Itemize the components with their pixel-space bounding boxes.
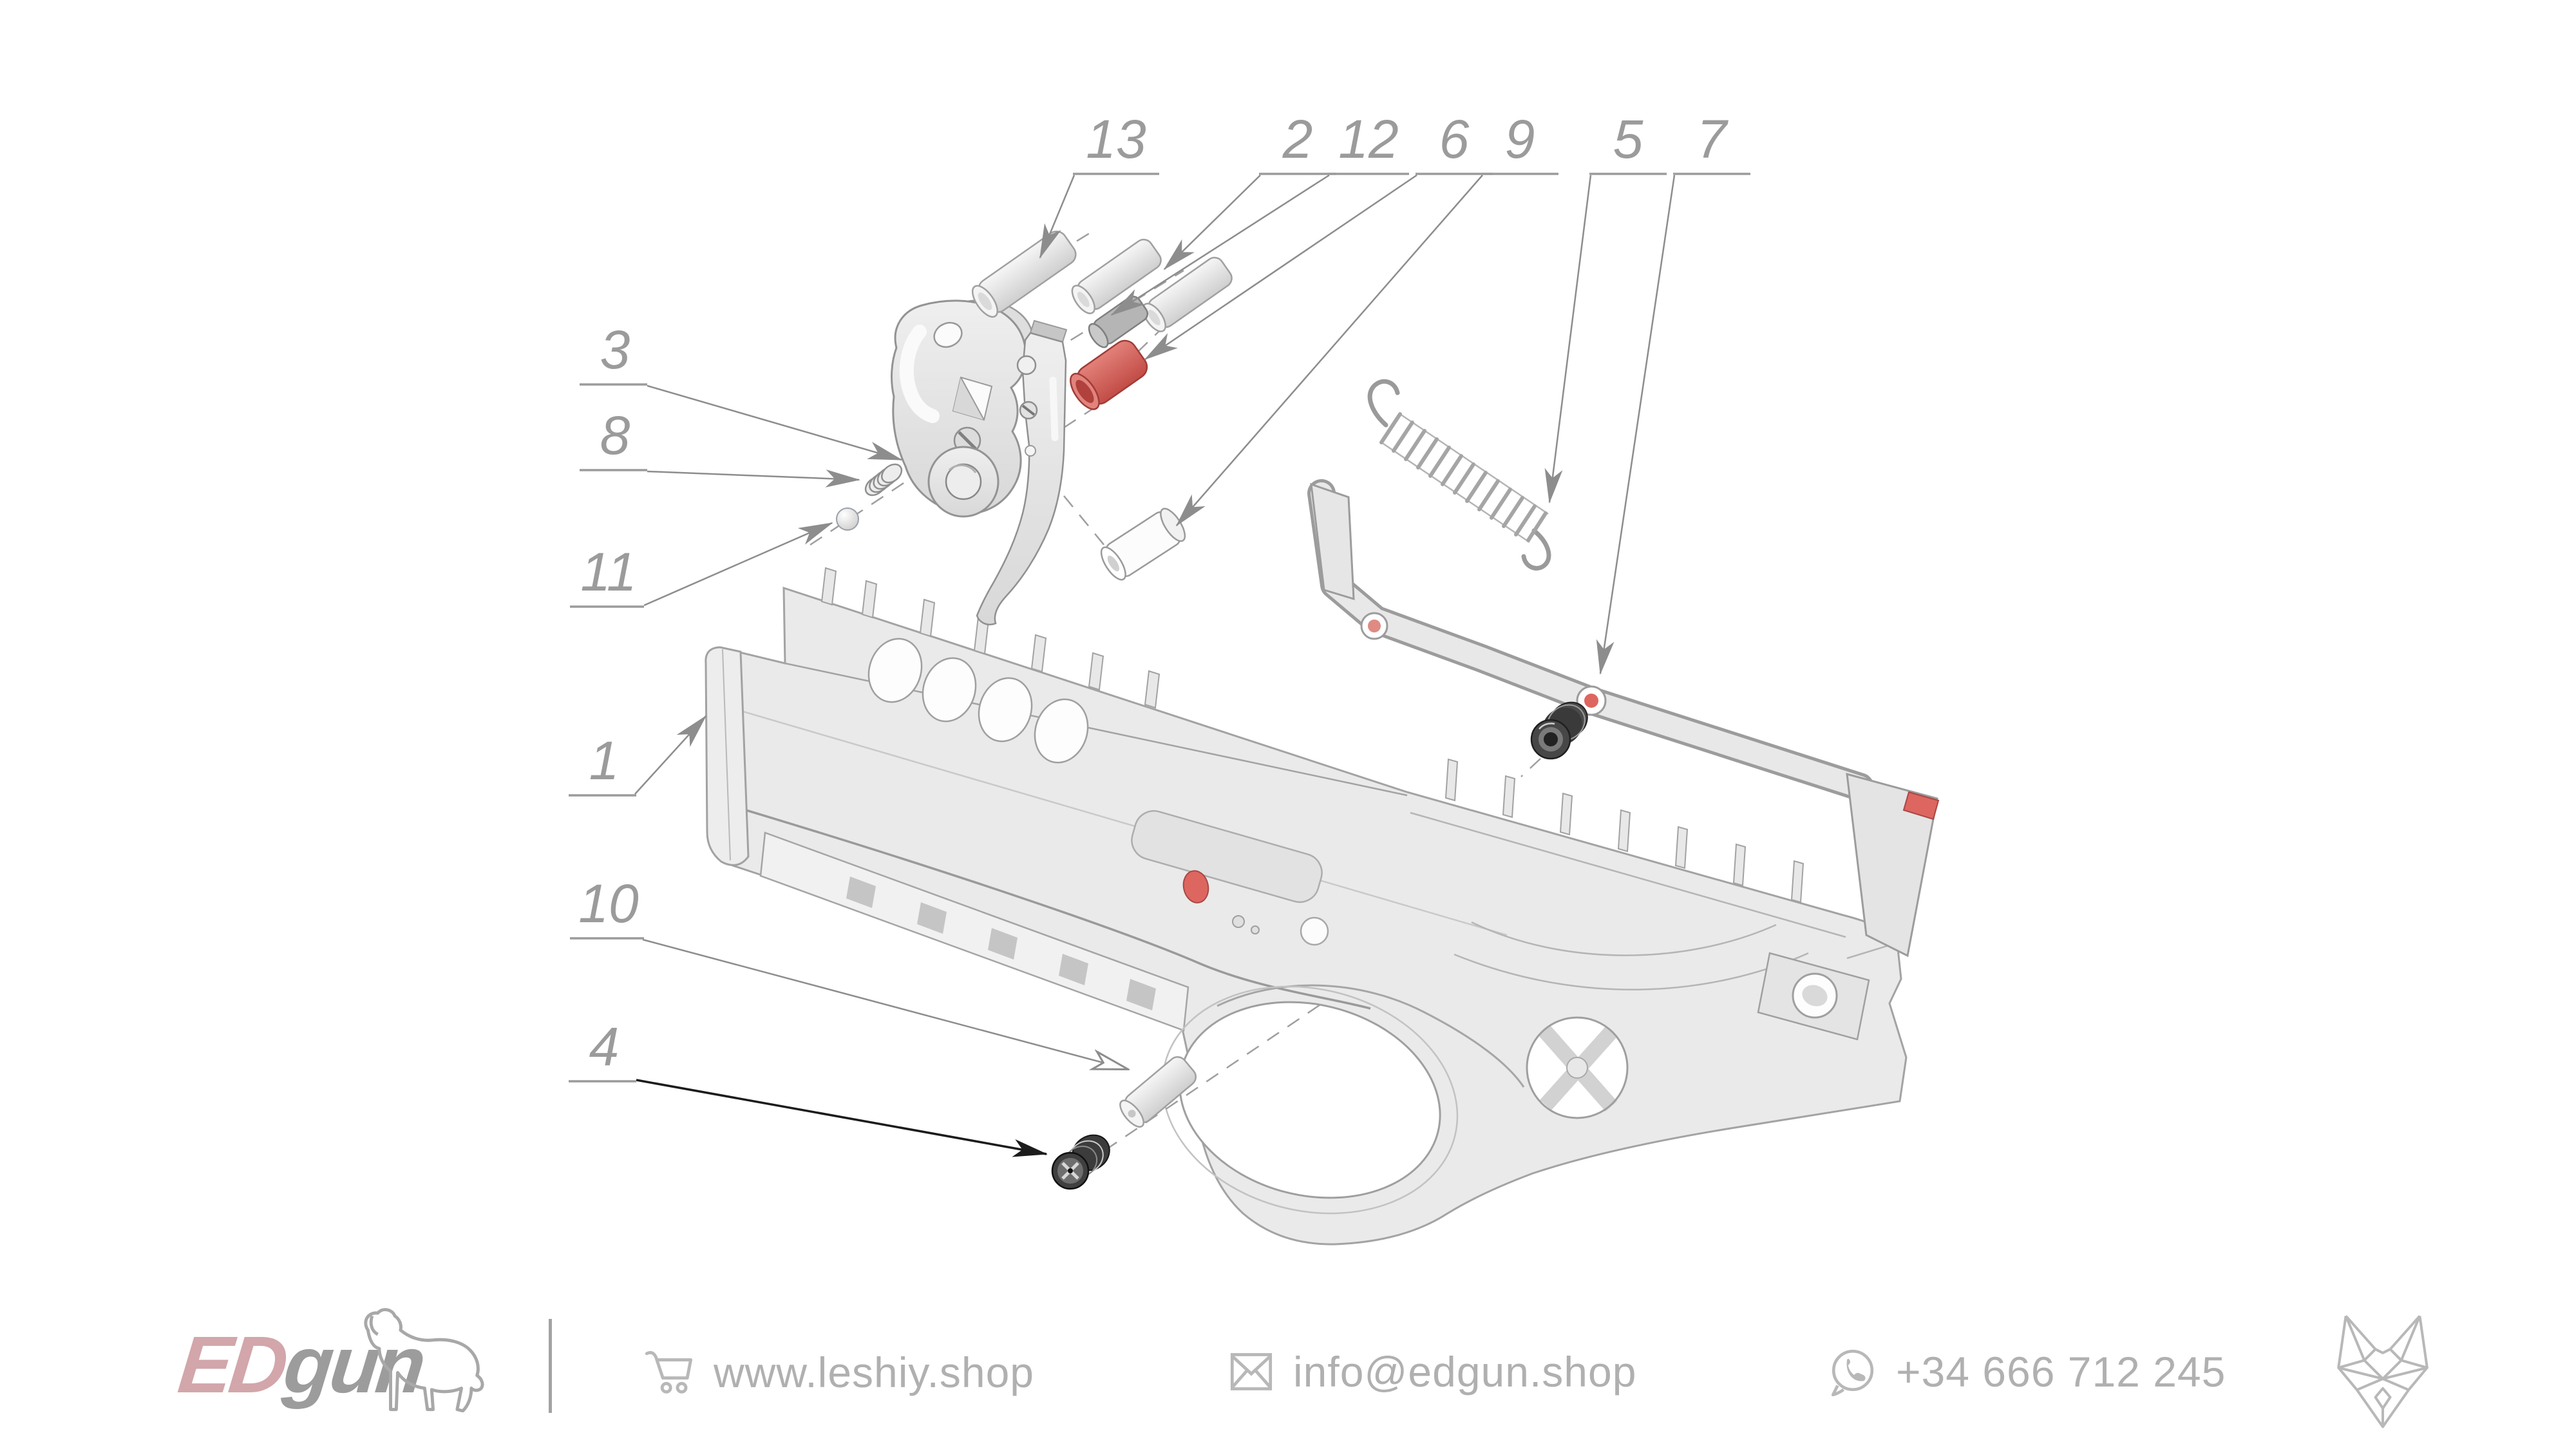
spring-8 bbox=[864, 463, 903, 497]
whatsapp-phone-icon bbox=[1831, 1349, 1874, 1396]
grip-truss-hole bbox=[1526, 1016, 1629, 1119]
pin-2b bbox=[1142, 256, 1233, 332]
callout-10: 10 bbox=[578, 873, 639, 934]
email-text: info@edgun.shop bbox=[1293, 1348, 1637, 1396]
sear-c-slot bbox=[899, 325, 940, 423]
cylinder-9 bbox=[1100, 507, 1186, 581]
rear-fins bbox=[1444, 758, 1804, 904]
trigger-guard bbox=[1161, 985, 1459, 1215]
callout-8: 8 bbox=[600, 405, 630, 466]
deck-hole bbox=[1300, 916, 1329, 946]
fox-head-icon bbox=[2337, 1315, 2429, 1428]
footer-divider bbox=[549, 1319, 552, 1413]
pin-13 bbox=[971, 231, 1077, 318]
callout-1: 1 bbox=[589, 730, 620, 791]
fox-logo bbox=[2331, 1309, 2434, 1437]
wall-holes bbox=[867, 638, 1089, 764]
receiver-recess bbox=[1131, 810, 1323, 904]
callout-6: 6 bbox=[1439, 109, 1470, 169]
spring-5 bbox=[1367, 379, 1551, 571]
callout-2: 2 bbox=[1282, 109, 1313, 169]
callout-12: 12 bbox=[1338, 109, 1398, 169]
chassis-nose bbox=[705, 646, 750, 866]
lever-7 bbox=[1307, 479, 1940, 958]
trigger-body bbox=[976, 332, 1067, 626]
trigger-blade bbox=[976, 319, 1068, 626]
sear-pivot-lobe bbox=[927, 446, 999, 518]
dog-logo bbox=[335, 1306, 496, 1416]
callout-5: 5 bbox=[1613, 109, 1643, 169]
callout-7: 7 bbox=[1697, 109, 1729, 169]
dog-silhouette-icon bbox=[364, 1308, 484, 1413]
sear-window bbox=[952, 376, 993, 421]
website-link[interactable]: www.leshiy.shop bbox=[644, 1347, 1034, 1397]
phone-link[interactable]: +34 666 712 245 bbox=[1828, 1347, 2226, 1396]
envelope-icon bbox=[1230, 1353, 1273, 1390]
sear-assembly bbox=[891, 298, 1033, 518]
wall-ribs bbox=[820, 567, 1160, 709]
callout-3: 3 bbox=[600, 319, 630, 380]
red-index-dot bbox=[1182, 870, 1209, 904]
callout-13: 13 bbox=[1086, 109, 1146, 169]
grommet-bushing bbox=[1530, 701, 1588, 760]
callout-9: 9 bbox=[1505, 109, 1535, 169]
ball-11 bbox=[836, 507, 859, 531]
pin-10 bbox=[1119, 1056, 1197, 1128]
email-link[interactable]: info@edgun.shop bbox=[1229, 1347, 1636, 1396]
lever-red-tip bbox=[1902, 791, 1940, 820]
callout-11: 11 bbox=[580, 542, 636, 602]
callout-underlines bbox=[569, 173, 1750, 1083]
cart-icon bbox=[645, 1350, 693, 1394]
front-rail bbox=[759, 831, 1189, 1032]
bushing-6-red bbox=[1070, 339, 1148, 410]
phone-text: +34 666 712 245 bbox=[1896, 1348, 2226, 1396]
leader-lines bbox=[634, 174, 1676, 1157]
sear-pin-hole bbox=[933, 321, 963, 348]
screw-4 bbox=[1051, 1134, 1110, 1190]
pin-2 bbox=[1071, 238, 1162, 314]
rear-boss bbox=[1757, 952, 1870, 1041]
footer: EDgun www.leshiy.shop info@edgun.shop +3… bbox=[0, 1301, 2576, 1449]
chassis-body bbox=[705, 567, 1908, 1245]
brand-ed: ED bbox=[174, 1320, 289, 1410]
callout-4: 4 bbox=[589, 1016, 620, 1077]
website-text: www.leshiy.shop bbox=[714, 1349, 1034, 1396]
